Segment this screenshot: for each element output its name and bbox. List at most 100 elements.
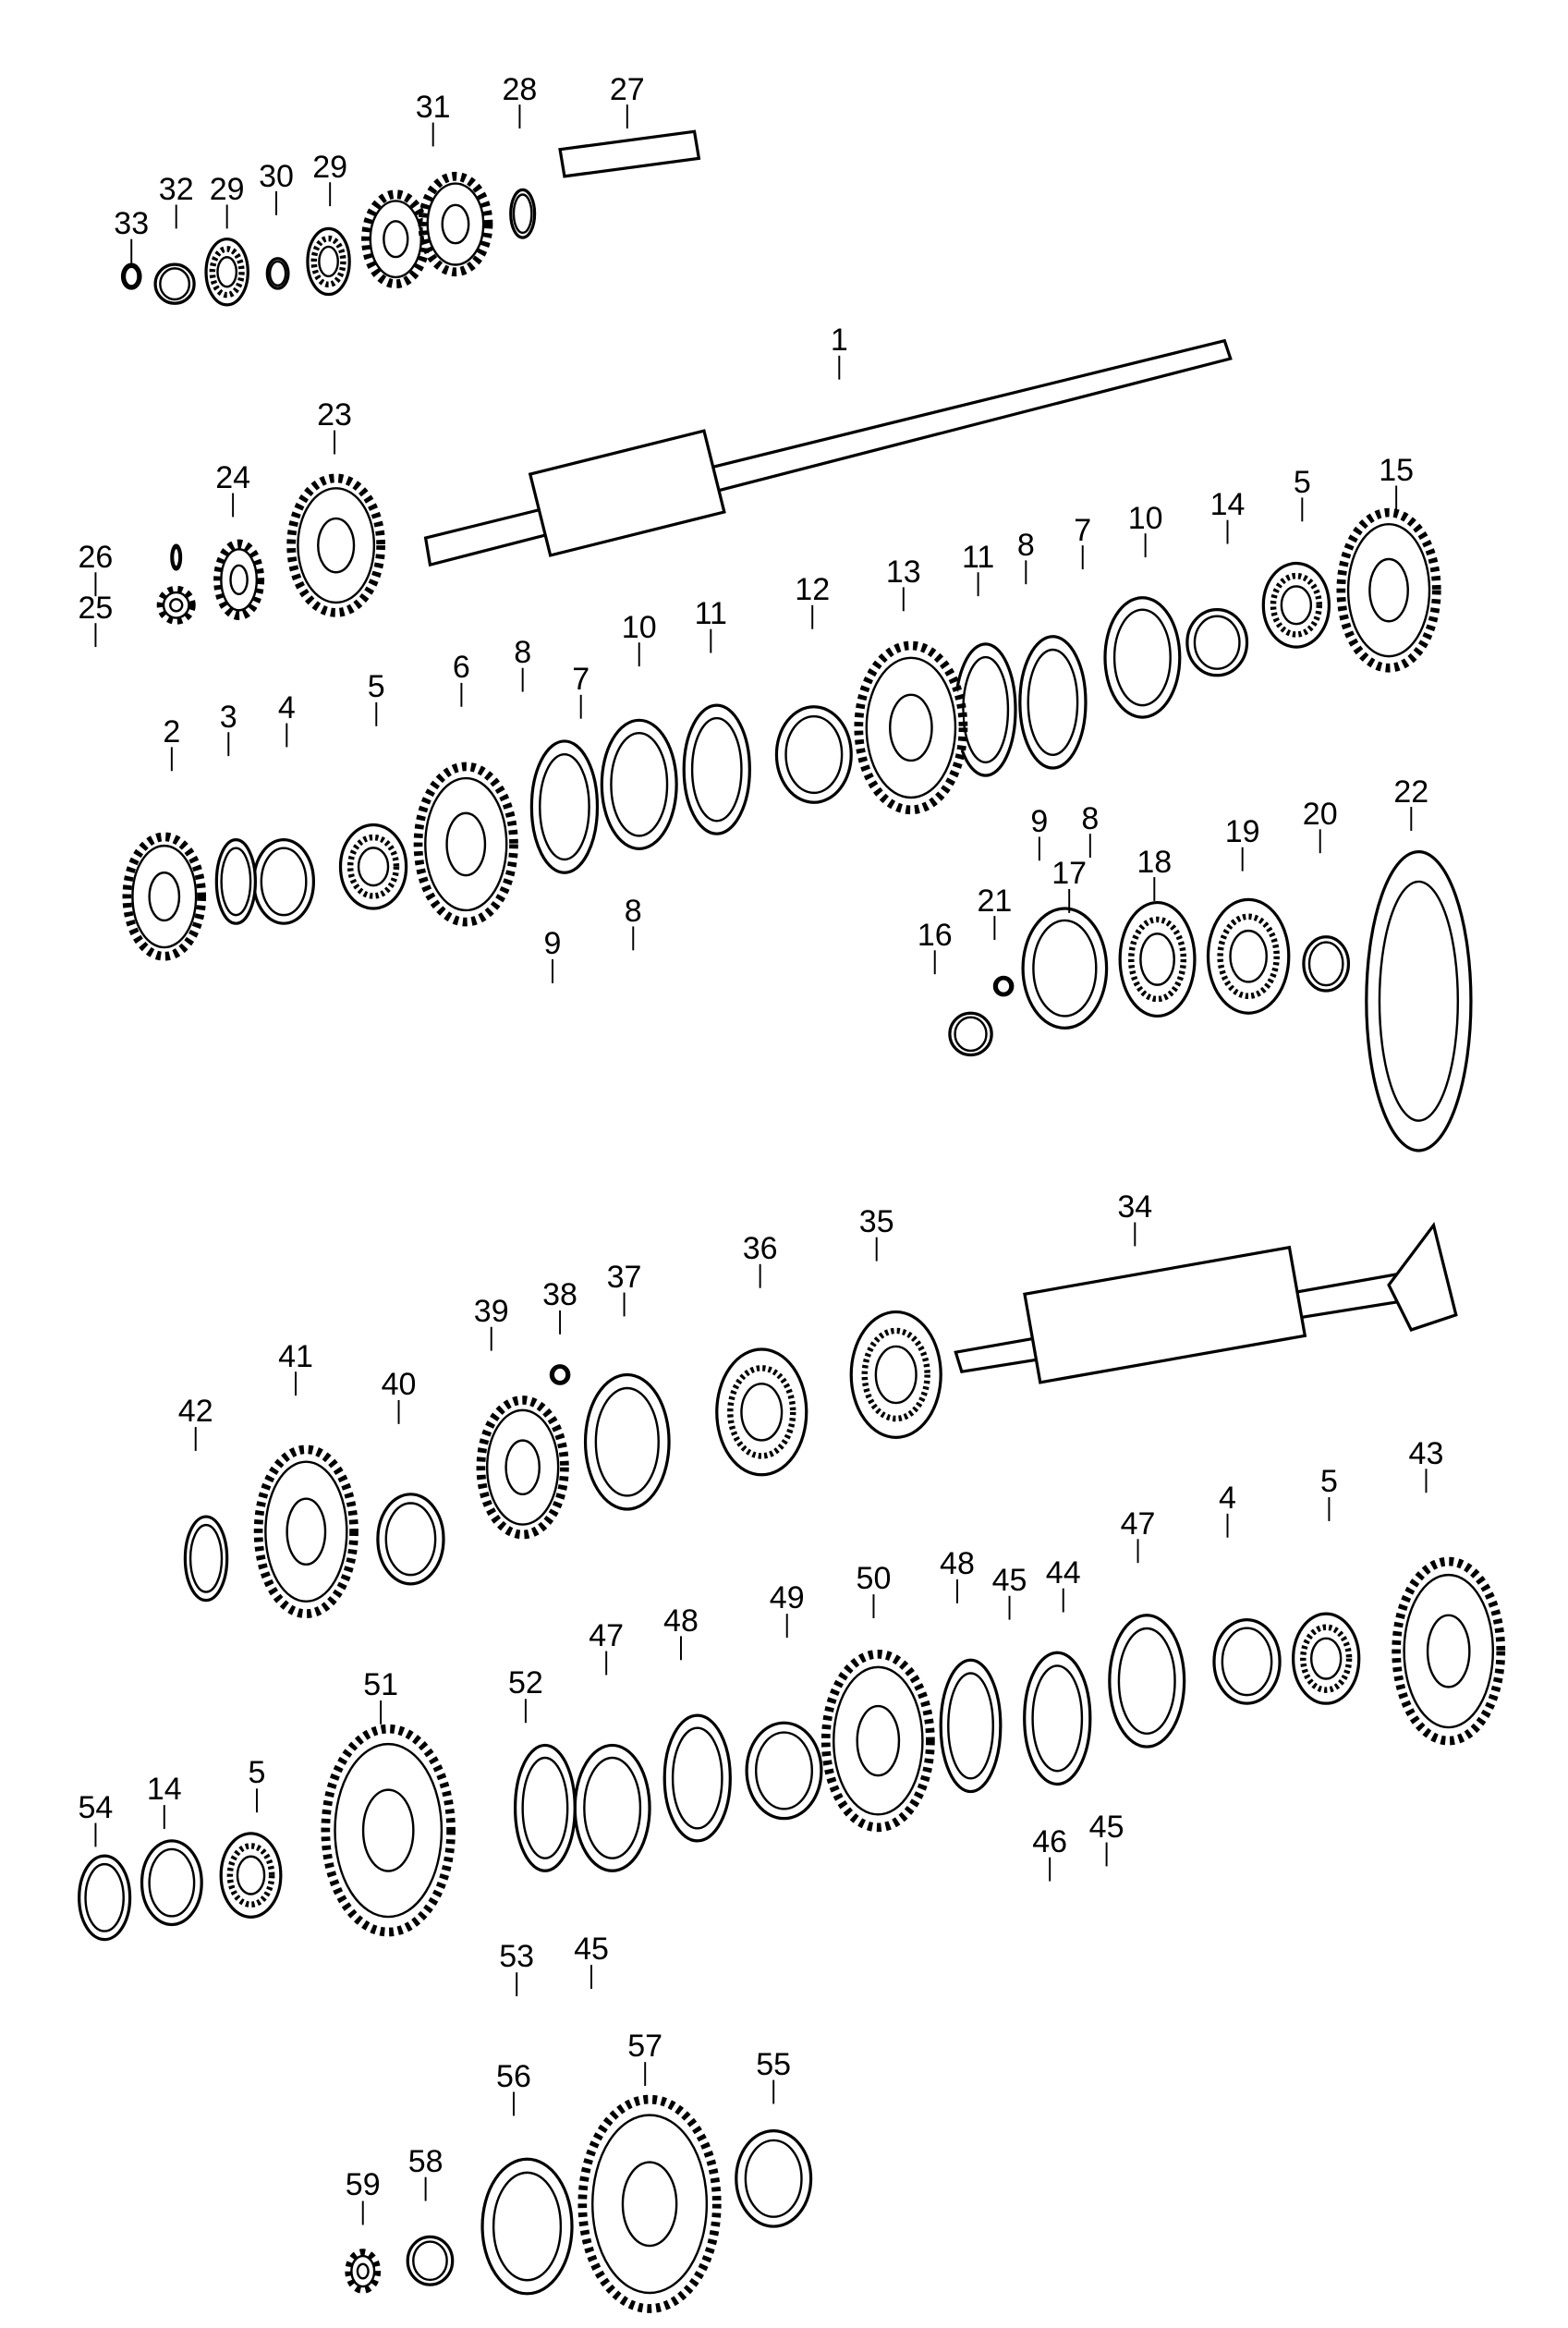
sleeve-part <box>854 640 968 815</box>
needle-bearing-part <box>306 226 351 297</box>
callout-label: 8 <box>1081 800 1100 836</box>
washer-part <box>120 262 142 290</box>
gear-part <box>1336 507 1441 673</box>
bearing-part <box>715 1347 808 1477</box>
callout-label: 9 <box>543 926 562 962</box>
callout-label: 29 <box>312 150 348 185</box>
callout-label: 4 <box>277 690 296 726</box>
callout-label: 45 <box>574 1932 609 1968</box>
callout-label: 7 <box>1074 512 1092 548</box>
callout-label: 29 <box>209 172 245 208</box>
callout-label: 33 <box>114 206 150 242</box>
callout-label: 35 <box>858 1204 894 1240</box>
callout-label: 37 <box>606 1259 642 1295</box>
nut-part <box>992 975 1015 997</box>
callout-label: 47 <box>589 1617 625 1653</box>
gear-part <box>577 2094 722 2313</box>
callout-label: 18 <box>1136 844 1173 880</box>
callout-label: 36 <box>742 1231 778 1267</box>
callout-label: 24 <box>215 460 251 496</box>
gear-part <box>321 1724 456 1937</box>
sleeve-part <box>820 1649 935 1833</box>
nut-part <box>345 2249 382 2294</box>
nut-part <box>406 2235 455 2286</box>
callout-label: 14 <box>1209 487 1246 523</box>
callout-label: 22 <box>1393 774 1429 810</box>
hub-part <box>774 705 853 804</box>
callout-label: 41 <box>278 1338 313 1374</box>
ring-part <box>954 642 1017 777</box>
callout-label: 54 <box>78 1789 114 1825</box>
bearing-part <box>1206 897 1291 1015</box>
bushing-part <box>1212 1618 1282 1705</box>
synchro-ring-part <box>529 739 600 874</box>
callout-label: 1 <box>830 323 848 359</box>
needle-bearing-part <box>1261 561 1331 649</box>
callout-label: 5 <box>367 669 385 705</box>
pinion-shaft <box>954 1222 1458 1384</box>
bushing-part <box>1185 608 1249 677</box>
callout-label: 50 <box>856 1561 892 1597</box>
callout-label: 9 <box>1030 803 1049 839</box>
needle-bearing-part <box>219 1832 283 1919</box>
callout-label: 38 <box>542 1277 577 1313</box>
callout-label: 26 <box>78 539 114 575</box>
spacer-part <box>265 257 290 290</box>
callout-label: 45 <box>1088 1809 1124 1845</box>
callout-label: 44 <box>1045 1554 1081 1591</box>
callout-label: 11 <box>694 596 727 632</box>
callout-label: 19 <box>1224 814 1260 850</box>
callout-label: 17 <box>1051 856 1088 892</box>
callout-label: 12 <box>795 572 831 608</box>
callout-label: 47 <box>1120 1505 1156 1542</box>
gear-part <box>361 189 431 289</box>
callout-label: 5 <box>248 1755 266 1791</box>
needle-bearing-part <box>338 823 408 910</box>
callout-label: 10 <box>621 609 657 645</box>
callout-label: 48 <box>940 1546 975 1582</box>
callout-label: 42 <box>177 1394 213 1430</box>
callout-label: 48 <box>663 1603 699 1639</box>
callout-label: 31 <box>415 90 451 126</box>
ring-part <box>573 1743 651 1872</box>
callout-label: 4 <box>1219 1481 1236 1517</box>
gear-part <box>122 832 207 961</box>
washer-part <box>153 262 196 305</box>
gear-part <box>253 1444 359 1619</box>
hub-part <box>745 1721 823 1821</box>
ring-part <box>1103 596 1182 719</box>
callout-label: 56 <box>496 2058 531 2094</box>
washer-part <box>183 1515 229 1603</box>
callout-label: 13 <box>885 555 921 590</box>
bushing-part <box>252 838 316 925</box>
ring-part <box>662 1713 732 1843</box>
callout-label: 2 <box>163 713 181 750</box>
callout-label: 21 <box>977 883 1013 919</box>
callout-label: 7 <box>572 662 590 698</box>
synchro-ring-part <box>1018 635 1088 770</box>
washer-part <box>509 188 537 239</box>
synchro-ring-part <box>513 1743 577 1872</box>
callout-label: 11 <box>961 539 995 575</box>
bushing-part <box>140 1839 203 1927</box>
callout-label: 16 <box>917 917 953 953</box>
ring-part <box>682 703 751 835</box>
main-shaft <box>423 338 1233 567</box>
washer-part <box>948 1011 993 1057</box>
callout-label: 8 <box>514 635 532 671</box>
callout-label: 25 <box>78 590 114 626</box>
callout-label: 49 <box>769 1580 805 1616</box>
ring-part <box>600 718 678 850</box>
synchro-ring-part <box>1023 1651 1092 1786</box>
callout-label: 23 <box>317 397 352 433</box>
callout-label: 5 <box>1293 465 1311 501</box>
ring-part <box>1108 1614 1186 1749</box>
needle-bearing-part <box>1292 1612 1361 1705</box>
callout-label: 52 <box>507 1665 543 1701</box>
callout-label: 15 <box>1379 453 1415 489</box>
gear-part <box>418 171 493 277</box>
callout-label: 40 <box>381 1367 417 1403</box>
needle-bearing-part <box>204 238 249 307</box>
callout-label: 8 <box>1016 527 1035 563</box>
